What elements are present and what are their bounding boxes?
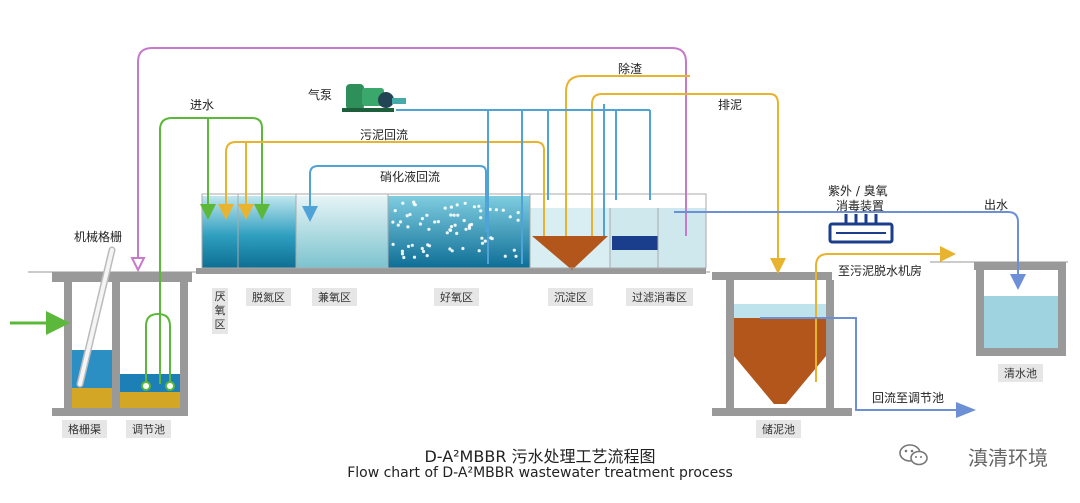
aerobic-zone [388,196,530,268]
to-dewatering-label: 至污泥脱水机房 [838,264,923,278]
uv-ozone-label-2: 消毒装置 [836,199,885,213]
uv-ozone-label-1: 紫外 / 臭氧 [828,184,888,198]
zone-filter-disinfection: 过滤消毒区 [626,288,693,306]
outlet-label: 出水 [984,198,1009,212]
clear-water-tank [974,262,1066,356]
zone-facultative: 兼氧区 [312,288,357,306]
green-line [159,117,270,384]
title-chinese: D-A²MBBR 污水处理工艺流程图 [424,447,656,466]
nitrified-return-label: 硝化液回流 [380,170,441,184]
zone-clear-water-tank: 清水池 [998,364,1043,382]
screen-channel-tank [52,246,192,416]
zone-anaerobic: 厌 氧 区 [212,288,228,334]
zone-sedimentation: 沉淀区 [548,288,593,306]
sludge-discharge-label: 排泥 [718,98,743,112]
sludge-return-label: 污泥回流 [360,128,409,142]
zone-regulating-tank: 调节池 [126,420,171,438]
return-regulating-label: 回流至调节池 [872,391,945,405]
zone-screen-channel: 格栅渠 [62,420,107,438]
brand-name: 滇清环境 [968,446,1048,470]
yellow-return [218,141,545,236]
air-pump-icon [342,84,406,112]
screen-label: 机械格栅 [74,230,123,244]
sedimentation-hopper [532,236,608,270]
zone-sludge-tank: 储泥池 [756,420,801,438]
slag-removal-label: 除渣 [618,62,643,76]
uv-ozone-device [828,214,894,244]
title-english: Flow chart of D-A²MBBR wastewater treatm… [347,465,733,481]
aeration-bubbles [391,200,520,260]
zone-denitrification: 脱氮区 [246,288,291,306]
zone-aerobic: 好氧区 [434,288,479,306]
reactor [196,193,707,274]
purple-line [137,47,687,258]
inlet-label: 进水 [190,98,215,112]
sludge-storage-tank [712,272,852,416]
wechat-icon [899,444,928,466]
air-pump-label: 气泵 [308,88,333,102]
